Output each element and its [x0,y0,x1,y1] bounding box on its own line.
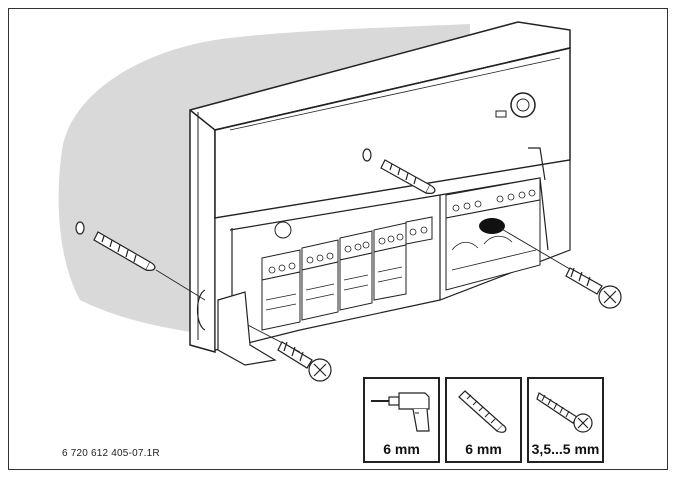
drawing-code: 6 720 612 405-07.1R [62,448,160,459]
screw-icon [536,392,593,433]
knockout-icon [274,221,292,239]
terminal-clamp-slots [265,266,403,311]
bottom-bracket [196,289,277,366]
drill-icon [371,392,430,432]
legend-label-wall-plug: 6 mm [465,441,502,457]
wall-plug-top-icon [362,148,436,194]
legend-label-drill: 6 mm [383,441,420,457]
legend-drill: 6 mm [363,377,440,463]
legend-label-screw: 3,5...5 mm [531,441,600,457]
wall-plug-icon [458,390,507,433]
legend-screw: 3,5...5 mm [527,377,604,463]
screw-right-icon [499,227,622,309]
wall-shadow [58,24,471,335]
mounting-hole-icon [479,218,505,234]
terminal-screw-holes [268,226,428,274]
screw-bottom-icon [237,319,332,382]
alignment-line-left [155,269,206,301]
wall-plug-left-icon [75,221,156,271]
cable-channels [451,235,537,271]
right-terminal-holes [452,189,536,212]
terminal-blocks-right [445,177,541,291]
legend-wall-plug: 6 mm [445,377,522,463]
status-led-icon [495,92,536,118]
